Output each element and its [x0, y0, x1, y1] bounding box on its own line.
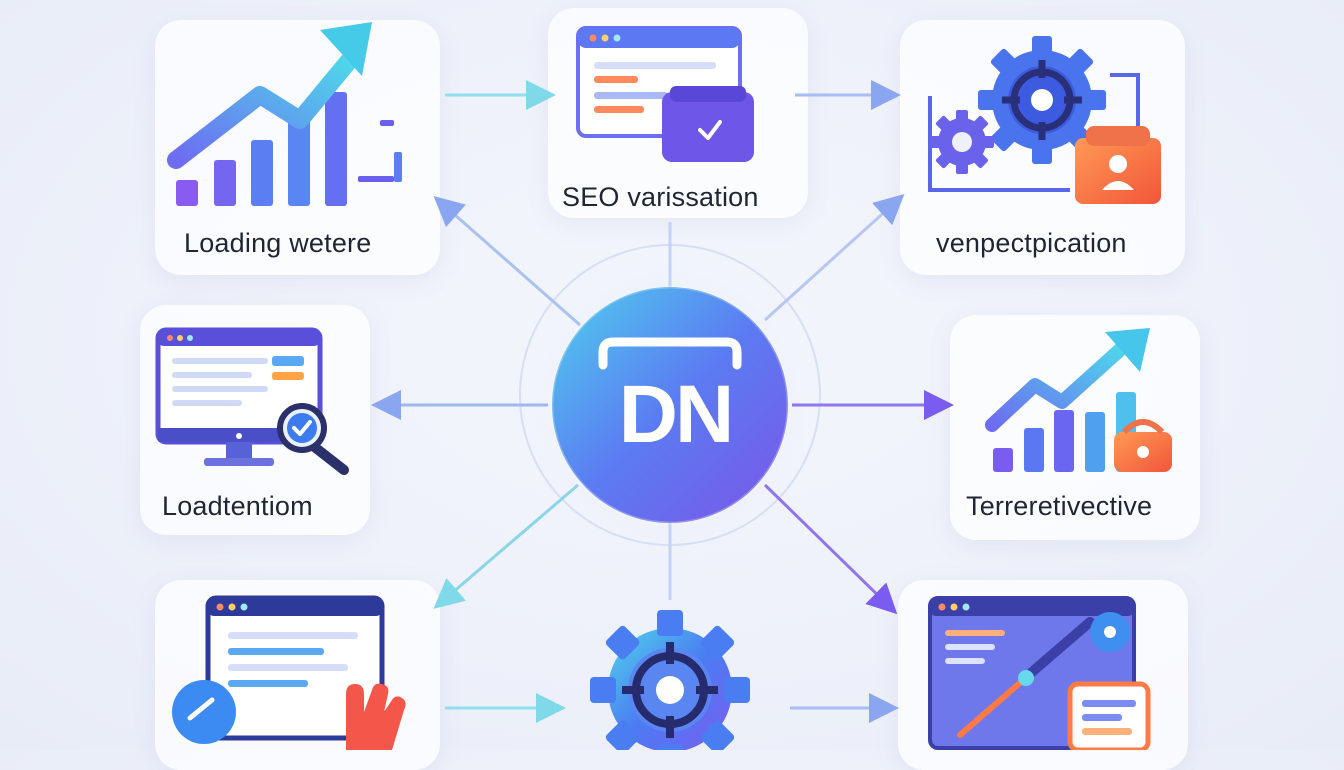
connector-top-right	[763, 193, 905, 322]
connector-top-left	[433, 196, 581, 327]
node-label-top-center: SEO varissation	[562, 182, 759, 212]
editor-tablet-icon	[928, 596, 1151, 750]
browser-hand-icon	[172, 595, 406, 750]
trend-chart-icon	[985, 328, 1172, 472]
hub-top-bar	[598, 337, 742, 370]
gear-target-icon	[928, 36, 1161, 204]
node-label-mid-right: Terreretivective	[966, 491, 1153, 521]
connector-bottom-right	[763, 483, 898, 615]
browser-window-icon	[576, 26, 754, 162]
connector-bottom-left	[433, 483, 579, 609]
growth-chart-icon	[167, 22, 402, 206]
hub-logo-text: DN	[618, 369, 734, 460]
gear-icon	[590, 610, 750, 750]
node-label-top-right: venpectpication	[936, 228, 1127, 258]
connectors	[371, 80, 954, 723]
node-label-top-left: Loading wetere	[184, 228, 372, 258]
node-label-mid-left: Loadtentiom	[162, 491, 313, 521]
monitor-search-icon	[155, 327, 349, 475]
diagram-canvas	[155, 22, 1172, 750]
